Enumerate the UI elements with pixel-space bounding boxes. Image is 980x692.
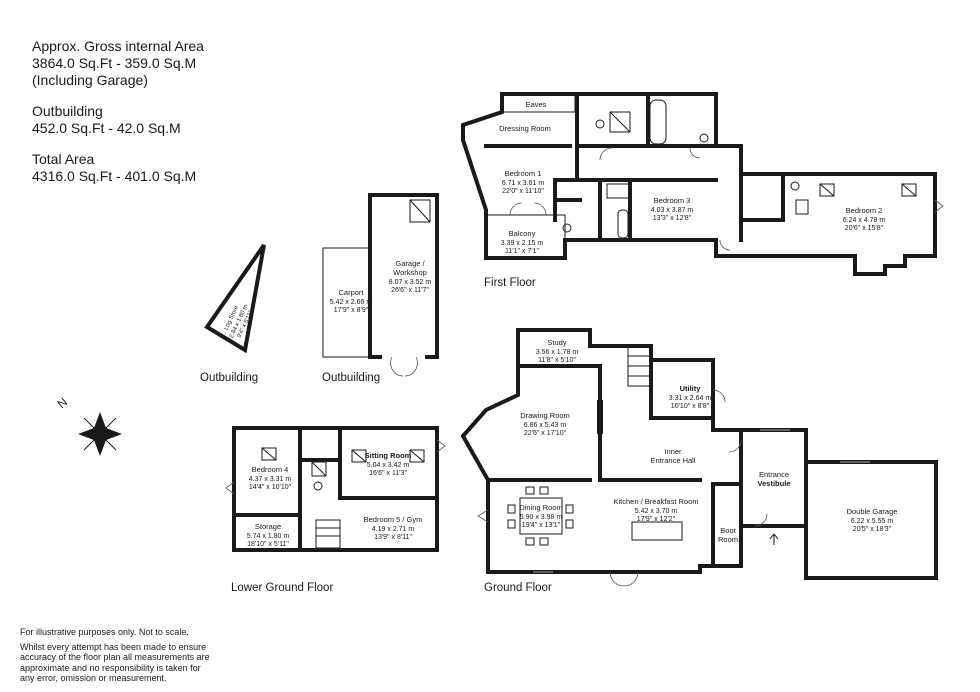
sitting-room-imperial: 16'6" x 11'3": [369, 470, 407, 477]
drawing-room-metric: 6.86 x 5.43 m: [524, 422, 567, 429]
bedroom-1-metric: 6.71 x 3.61 m: [502, 180, 545, 187]
gross-area-title: Approx. Gross internal Area: [32, 38, 204, 54]
garage-name-2: Workshop: [393, 268, 427, 277]
total-area-title: Total Area: [32, 151, 95, 167]
balcony-imperial: 11'1" x 7'1": [505, 248, 539, 255]
dining-room-metric: 5.90 x 3.98 m: [520, 514, 563, 521]
double-garage-imperial: 20'5" x 18'3": [853, 526, 892, 533]
double-garage-name: Double Garage: [847, 507, 898, 516]
outbuilding-area-title: Outbuilding: [32, 103, 103, 119]
inner-hall-name-2: Entrance Hall: [650, 456, 695, 465]
drawing-room-imperial: 22'6" x 17'10": [524, 430, 567, 437]
bedroom-2-metric: 6.24 x 4.78 m: [843, 217, 886, 224]
bedroom-5-metric: 4.19 x 2.71 m: [372, 526, 415, 533]
storage-imperial: 18'10" x 5'11": [247, 541, 289, 548]
storage-name: Storage: [255, 522, 281, 531]
garage-imperial: 26'6" x 11'7": [391, 287, 429, 294]
carport-name: Carport: [338, 288, 364, 297]
bedroom-4-imperial: 14'4" x 10'10": [249, 484, 292, 491]
kitchen-imperial: 17'9" x 12'2": [637, 516, 676, 523]
drawing-room-name: Drawing Room: [520, 411, 570, 420]
gross-area-value: 3864.0 Sq.Ft - 359.0 Sq.M: [32, 55, 197, 71]
disclaimer-line-4: approximate and no responsibility is tak…: [20, 662, 201, 673]
utility-imperial: 10'10" x 8'8": [671, 403, 710, 410]
bedroom-4-name: Bedroom 4: [252, 465, 289, 474]
outbuilding-area-value: 452.0 Sq.Ft - 42.0 Sq.M: [32, 120, 181, 136]
kitchen-name: Kitchen / Breakfast Room: [613, 497, 698, 506]
bedroom-2-imperial: 20'6" x 15'8": [845, 225, 884, 232]
carport-metric: 5.42 x 2.66 m: [330, 299, 373, 306]
ground-floor-plan: [460, 328, 938, 587]
study-metric: 3.56 x 1.78 m: [536, 349, 579, 356]
bedroom-3-name: Bedroom 3: [654, 196, 691, 205]
storage-metric: 5.74 x 1.80 m: [247, 533, 290, 540]
balcony-name: Balcony: [509, 229, 536, 238]
disclaimer-line-5: any error, omission or measurement.: [20, 673, 167, 683]
eaves-label: Eaves: [526, 100, 547, 109]
bedroom-5-name: Bedroom 5 / Gym: [364, 515, 423, 524]
bedroom-1-imperial: 22'0" x 11'10": [502, 188, 544, 195]
sitting-room-name: Sitting Room: [365, 451, 412, 460]
log-store-plan: [204, 243, 266, 354]
first-floor-plan: [461, 92, 944, 276]
sitting-room-metric: 5.04 x 3.42 m: [367, 462, 410, 469]
bedroom-5-imperial: 13'9" x 8'11": [374, 534, 412, 541]
entrance-name-2: Vestibule: [758, 479, 791, 488]
ground-floor-label: Ground Floor: [484, 582, 552, 594]
lower-ground-floor-label: Lower Ground Floor: [231, 582, 334, 594]
disclaimer-line-2: Whilst every attempt has been made to en…: [20, 641, 207, 652]
area-summary: Approx. Gross internal Area 3864.0 Sq.Ft…: [32, 38, 204, 185]
dressing-room-label: Dressing Room: [499, 124, 551, 133]
dining-room-imperial: 19'4" x 13'1": [522, 522, 561, 529]
bedroom-4-metric: 4.37 x 3.31 m: [249, 476, 292, 483]
study-imperial: 11'8" x 5'10": [538, 357, 576, 364]
study-name: Study: [547, 338, 566, 347]
outbuilding-label-garage: Outbuilding: [322, 372, 381, 384]
garage-metric: 8.07 x 3.52 m: [389, 279, 432, 286]
carport-imperial: 17'9" x 8'9": [334, 307, 369, 314]
total-area-value: 4316.0 Sq.Ft - 401.0 Sq.M: [32, 168, 197, 184]
entrance-name-1: Entrance: [759, 470, 789, 479]
balcony-metric: 3.39 x 2.15 m: [501, 240, 544, 247]
bedroom-3-metric: 4.03 x 3.87 m: [651, 207, 694, 214]
boot-room-name-2: Room: [718, 535, 738, 544]
lower-ground-floor-plan: [225, 426, 446, 552]
gross-area-note: (Including Garage): [32, 72, 148, 88]
first-floor-label: First Floor: [484, 277, 536, 289]
utility-metric: 3.31 x 2.64 m: [669, 395, 712, 402]
disclaimer-line-3: accuracy of the floor plan all measureme…: [20, 652, 210, 662]
bedroom-2-name: Bedroom 2: [846, 206, 883, 215]
garage-name-1: Garage /: [395, 259, 425, 268]
garage-carport-plan: [322, 193, 439, 377]
bedroom-3-imperial: 13'3" x 12'8": [653, 215, 692, 222]
boot-room-name-1: Boot: [720, 526, 736, 535]
outbuilding-label-log-store: Outbuilding: [200, 372, 259, 384]
compass-rose: [78, 412, 122, 456]
bedroom-1-name: Bedroom 1: [505, 169, 542, 178]
disclaimer-line-1: For illustrative purposes only. Not to s…: [20, 627, 189, 637]
disclaimer: For illustrative purposes only. Not to s…: [20, 627, 210, 684]
double-garage-metric: 6.22 x 5.55 m: [851, 518, 894, 525]
inner-hall-name-1: Inner: [664, 447, 682, 456]
utility-name: Utility: [680, 384, 702, 393]
dining-room-name: Dining Room: [519, 503, 562, 512]
kitchen-metric: 5.42 x 3.70 m: [635, 508, 678, 515]
